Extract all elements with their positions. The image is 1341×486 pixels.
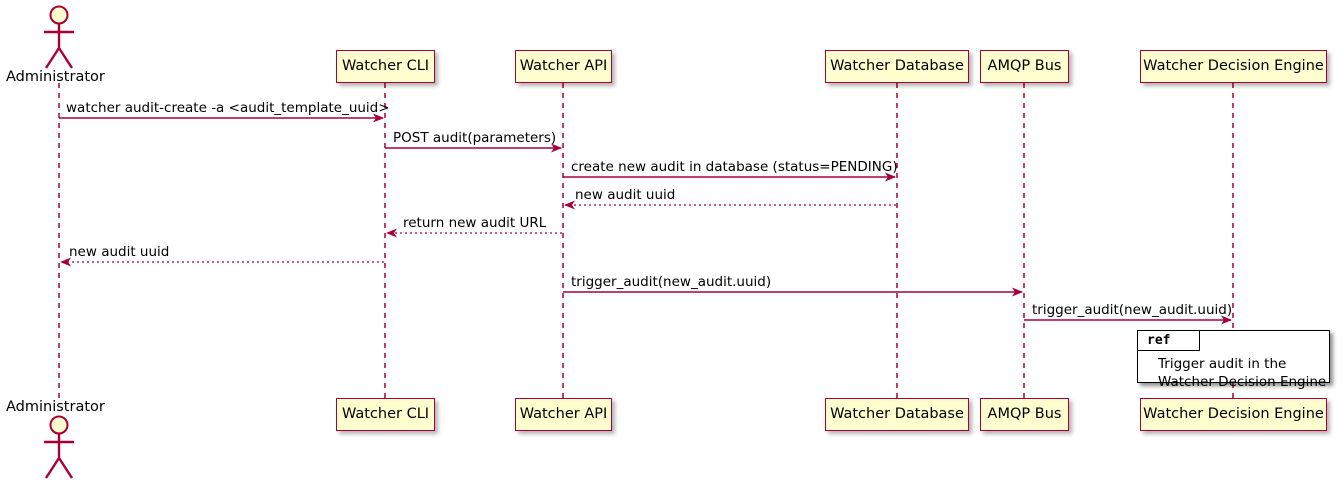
actor-label-admin: Administrator: [6, 399, 105, 415]
message-label-m1: watcher audit-create -a <audit_template_…: [66, 100, 390, 116]
participant-label-amqp: AMQP Bus: [987, 58, 1062, 75]
actor-body: [44, 434, 74, 479]
actor-head: [49, 5, 69, 25]
participant-box-cli[interactable]: Watcher CLI: [336, 398, 435, 431]
participant-box-db[interactable]: Watcher Database: [825, 398, 969, 431]
message-label-m2: POST audit(parameters): [393, 130, 557, 146]
arrows-group: [59, 113, 1232, 325]
actor-label-admin: Administrator: [6, 69, 105, 85]
participant-label-engine: Watcher Decision Engine: [1143, 406, 1324, 423]
ref-body-text: Trigger audit in the Watcher Decision En…: [1158, 355, 1326, 391]
message-label-m6: new audit uuid: [69, 244, 170, 260]
participant-label-engine: Watcher Decision Engine: [1143, 58, 1324, 75]
message-label-m4: new audit uuid: [575, 187, 676, 203]
actor-figure-admin-top: [44, 5, 74, 69]
participant-label-db: Watcher Database: [830, 58, 964, 75]
participant-box-db[interactable]: Watcher Database: [825, 50, 969, 83]
participant-box-amqp[interactable]: AMQP Bus: [980, 398, 1069, 431]
ref-keyword-label: ref: [1147, 333, 1171, 348]
participant-box-amqp[interactable]: AMQP Bus: [980, 50, 1069, 83]
actor-body: [44, 24, 74, 69]
message-label-m8: trigger_audit(new_audit.uuid): [1032, 302, 1233, 318]
participant-label-api: Watcher API: [519, 58, 608, 75]
message-label-m7: trigger_audit(new_audit.uuid): [571, 274, 772, 290]
message-label-m5: return new audit URL: [403, 215, 547, 231]
participant-box-api[interactable]: Watcher API: [515, 50, 612, 83]
actor-head: [49, 415, 69, 435]
participant-label-cli: Watcher CLI: [341, 406, 430, 423]
participant-label-api: Watcher API: [519, 406, 608, 423]
ref-fragment-box: ref Trigger audit in the Watcher Decisio…: [1137, 330, 1330, 390]
participant-box-engine[interactable]: Watcher Decision Engine: [1140, 50, 1327, 83]
participant-label-cli: Watcher CLI: [341, 58, 430, 75]
participant-box-cli[interactable]: Watcher CLI: [336, 50, 435, 83]
actor-figures-group: [44, 5, 74, 479]
participant-label-db: Watcher Database: [830, 406, 964, 423]
ref-body-line-2: Watcher Decision Engine: [1158, 374, 1327, 391]
lifelines-group: [58, 83, 1234, 398]
participant-label-amqp: AMQP Bus: [987, 406, 1062, 423]
actor-figure-admin-bottom: [44, 415, 74, 479]
participant-box-api[interactable]: Watcher API: [515, 398, 612, 431]
participant-box-engine[interactable]: Watcher Decision Engine: [1140, 398, 1327, 431]
ref-tab-shape: [1138, 331, 1200, 351]
message-label-m3: create new audit in database (status=PEN…: [571, 159, 898, 175]
ref-body-line-1: Trigger audit in the: [1158, 356, 1287, 372]
